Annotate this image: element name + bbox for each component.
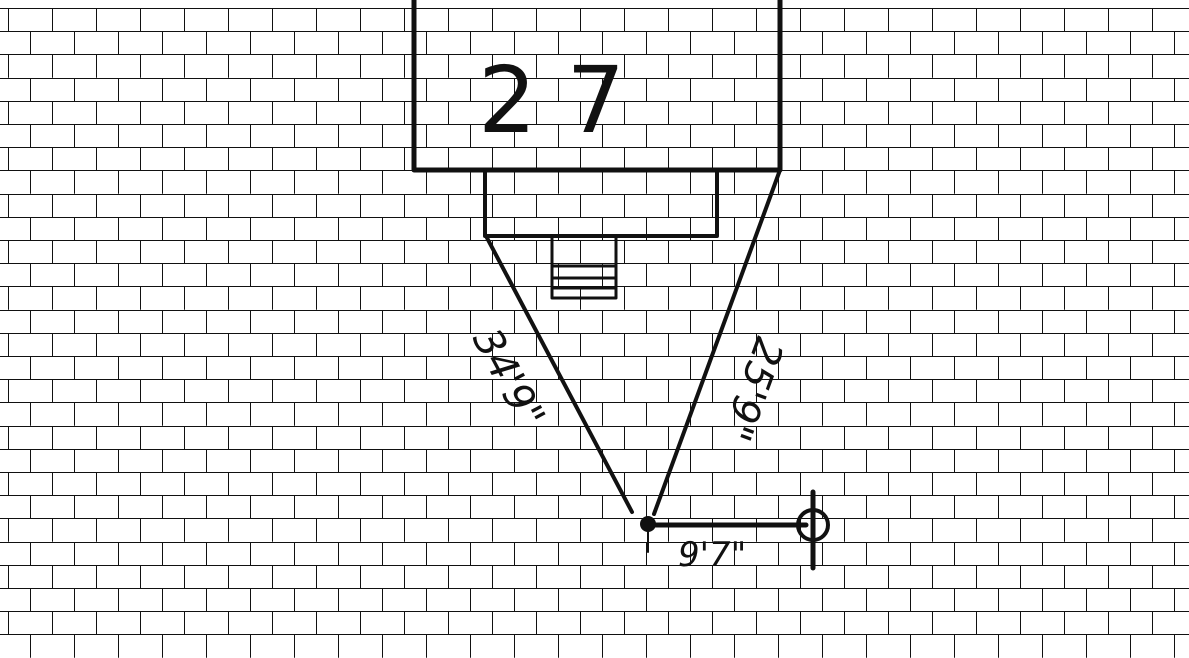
left-measurement-line	[484, 234, 634, 514]
building	[411, 0, 783, 300]
bottom-measurement-label: 9'7"	[678, 535, 746, 575]
hydrant-icon	[796, 489, 830, 571]
right-measurement-label: 25'9"	[712, 332, 791, 447]
building-number-label: 27	[478, 47, 655, 154]
right-measurement-line	[652, 168, 782, 516]
entry-porch	[483, 168, 719, 238]
reference-point-icon	[640, 516, 656, 532]
brick-grid-background	[0, 8, 1189, 658]
